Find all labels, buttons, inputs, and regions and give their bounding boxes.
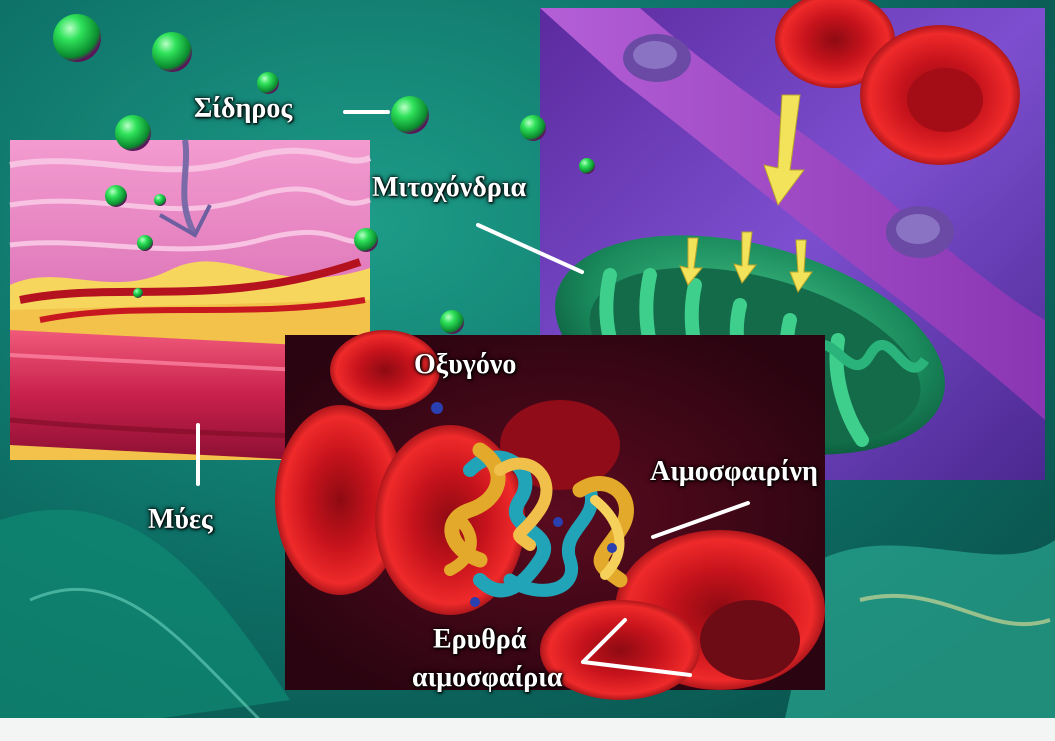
label-iron: Σίδηρος — [194, 94, 292, 125]
label-red-cells-line2: αιμοσφαίρια — [412, 663, 563, 694]
label-muscles: Μύες — [148, 505, 213, 536]
label-red-cells-line1: Ερυθρά — [433, 625, 526, 656]
label-mitochondria: Μιτοχόνδρια — [372, 173, 526, 204]
bottom-strip — [0, 718, 1055, 741]
red-blood-cells-panel — [275, 330, 825, 700]
label-hemoglobin: Αιμοσφαιρίνη — [650, 457, 818, 488]
label-oxygen: Οξυγόνο — [414, 350, 516, 381]
